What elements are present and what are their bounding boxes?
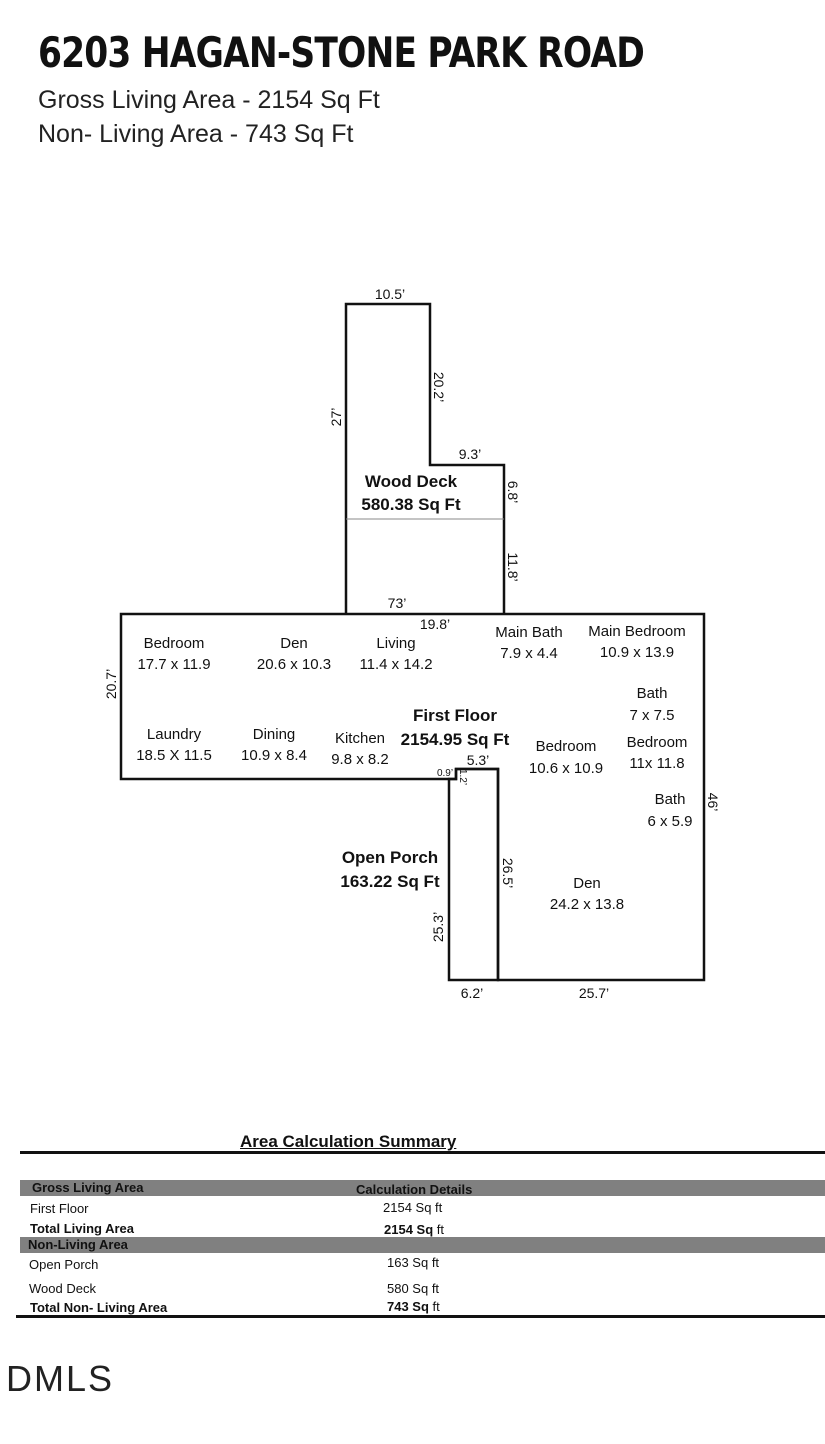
dimension-label: 19.8’ bbox=[420, 616, 450, 632]
dimension-label: 26.5’ bbox=[500, 858, 516, 888]
room-name: Main Bedroom bbox=[588, 623, 686, 640]
unit: ft bbox=[433, 1222, 444, 1237]
room-name: Bedroom bbox=[627, 734, 688, 751]
porch-outline bbox=[447, 767, 500, 982]
calculation-details-header: Calculation Details bbox=[356, 1182, 473, 1197]
room-name: Bath bbox=[655, 791, 686, 808]
room-name: Bedroom bbox=[536, 738, 597, 755]
total-non-living-label: Total Non- Living Area bbox=[30, 1300, 168, 1315]
dimension-label: 20.7’ bbox=[103, 669, 119, 699]
room-size: 6 x 5.9 bbox=[647, 813, 692, 830]
dimension-label: 20.2’ bbox=[431, 372, 447, 402]
open-porch-label: Open Porch bbox=[29, 1257, 99, 1272]
dimension-label: 0.9’ bbox=[437, 768, 453, 779]
first-floor-label: First Floor bbox=[30, 1201, 89, 1216]
summary-top-rule bbox=[20, 1151, 825, 1154]
room-name: Kitchen bbox=[335, 730, 385, 747]
room-name: Laundry bbox=[147, 726, 202, 743]
dimension-labels: 10.5’ 27’ 20.2’ 9.3’ 6.8’ 11.8’ 73’ 19.8… bbox=[103, 286, 721, 1001]
wood-deck-value: 580 Sq ft bbox=[387, 1281, 440, 1296]
first-floor-label: First Floor bbox=[413, 706, 497, 725]
wood-deck-label: Wood Deck bbox=[365, 472, 458, 491]
room-size: 17.7 x 11.9 bbox=[137, 656, 210, 673]
dimension-label: 73’ bbox=[388, 595, 407, 611]
dimension-label: 1.2’ bbox=[457, 769, 468, 785]
total-living-label: Total Living Area bbox=[30, 1221, 135, 1236]
room-size: 11.4 x 14.2 bbox=[359, 656, 432, 673]
dimension-label: 9.3’ bbox=[459, 446, 482, 462]
dimension-label: 5.3’ bbox=[467, 752, 490, 768]
room-name: Bath bbox=[637, 685, 668, 702]
deck-outline bbox=[344, 302, 506, 613]
room-size: 10.9 x 8.4 bbox=[241, 747, 307, 764]
dimension-label: 25.3’ bbox=[430, 912, 446, 942]
room-name: Den bbox=[573, 875, 601, 892]
non-living-area-text: Non- Living Area - 743 Sq Ft bbox=[38, 120, 354, 148]
dimension-label: 27’ bbox=[328, 408, 344, 427]
room-size: 9.8 x 8.2 bbox=[331, 751, 389, 768]
wood-deck-label: Wood Deck bbox=[29, 1281, 96, 1296]
non-living-header-band bbox=[20, 1237, 825, 1253]
room-name: Living bbox=[376, 635, 415, 652]
room-size: 7.9 x 4.4 bbox=[500, 645, 558, 662]
room-size: 20.6 x 10.3 bbox=[257, 656, 331, 673]
room-size: 7 x 7.5 bbox=[629, 707, 674, 724]
room-size: 18.5 X 11.5 bbox=[136, 747, 212, 764]
total-living-value: 2154 Sq bbox=[384, 1222, 434, 1237]
dmls-logo: DMLS bbox=[6, 1358, 115, 1399]
open-porch-label: Open Porch bbox=[342, 848, 438, 867]
wood-deck-area: 580.38 Sq Ft bbox=[361, 495, 461, 514]
first-floor-area: 2154.95 Sq Ft bbox=[401, 730, 510, 749]
summary-bottom-rule bbox=[16, 1315, 825, 1318]
gross-living-area-text: Gross Living Area - 2154 Sq Ft bbox=[38, 86, 380, 114]
dimension-label: 6.8’ bbox=[505, 481, 521, 504]
total-non-living-value: 743 Sq bbox=[387, 1299, 429, 1314]
dimension-label: 11.8’ bbox=[505, 552, 521, 581]
room-name: Dining bbox=[253, 726, 296, 743]
first-floor-value: 2154 Sq ft bbox=[383, 1200, 443, 1215]
room-name: Main Bath bbox=[495, 624, 563, 641]
property-address-title: 6203 HAGAN-STONE PARK ROAD bbox=[38, 28, 645, 77]
room-size: 10.6 x 10.9 bbox=[529, 760, 603, 777]
dimension-label: 25.7’ bbox=[579, 985, 609, 1001]
dimension-label: 10.5’ bbox=[375, 286, 405, 302]
unit: ft bbox=[428, 1299, 440, 1314]
floor-plan: Wood Deck 580.38 Sq Ft First Floor 2154.… bbox=[103, 286, 721, 1001]
dimension-label: 6.2’ bbox=[461, 985, 484, 1001]
gross-living-header: Gross Living Area bbox=[32, 1180, 144, 1195]
room-size: 10.9 x 13.9 bbox=[600, 644, 674, 661]
room-size: 24.2 x 13.8 bbox=[550, 896, 624, 913]
open-porch-area: 163.22 Sq Ft bbox=[340, 872, 440, 891]
summary-title: Area Calculation Summary bbox=[240, 1132, 457, 1151]
room-size: 11x 11.8 bbox=[629, 755, 684, 772]
room-name: Den bbox=[280, 635, 308, 652]
room-name: Bedroom bbox=[144, 635, 205, 652]
room-labels: Bedroom 17.7 x 11.9 Den 20.6 x 10.3 Livi… bbox=[136, 623, 692, 913]
non-living-header: Non-Living Area bbox=[28, 1237, 128, 1252]
dimension-label: 46’ bbox=[705, 793, 721, 812]
gross-header-band bbox=[20, 1180, 825, 1196]
open-porch-value: 163 Sq ft bbox=[387, 1255, 440, 1270]
